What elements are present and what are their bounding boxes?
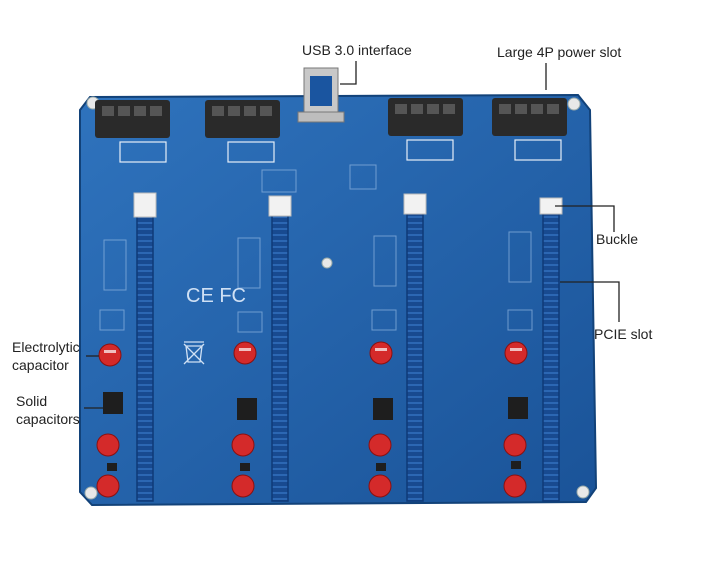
leader-lines xyxy=(84,61,620,409)
label-electrolytic-line2: capacitor xyxy=(12,357,69,373)
weee-bin-mark xyxy=(183,341,205,365)
label-power-text: Large 4P power slot xyxy=(497,44,622,60)
label-buckle-text: Buckle xyxy=(596,231,639,247)
pcb-board xyxy=(79,93,598,507)
usb-connector xyxy=(297,67,345,123)
ce-fc-mark: CE FC xyxy=(186,285,246,307)
label-pcie-slot: PCIE slot xyxy=(594,325,652,343)
solid-capacitors xyxy=(103,392,528,471)
label-power-slot: Large 4P power slot xyxy=(497,43,621,61)
silkscreen xyxy=(99,164,533,333)
label-solid-line2: capacitors xyxy=(16,411,80,427)
power-connectors xyxy=(95,98,567,163)
slot-buckles xyxy=(133,192,563,218)
label-electrolytic-capacitor: Electrolytic capacitor xyxy=(12,338,80,374)
label-solid-line1: Solid xyxy=(16,393,48,409)
label-pcie-text: PCIE slot xyxy=(594,326,653,342)
label-usb-interface: USB 3.0 interface xyxy=(302,41,412,59)
label-electrolytic-line1: Electrolytic xyxy=(12,339,80,355)
label-solid-capacitors: Solid capacitors xyxy=(16,392,80,428)
label-buckle: Buckle xyxy=(596,230,638,248)
mounting-holes xyxy=(84,96,590,500)
label-usb-text: USB 3.0 interface xyxy=(302,42,412,58)
electrolytic-capacitors xyxy=(96,341,528,498)
